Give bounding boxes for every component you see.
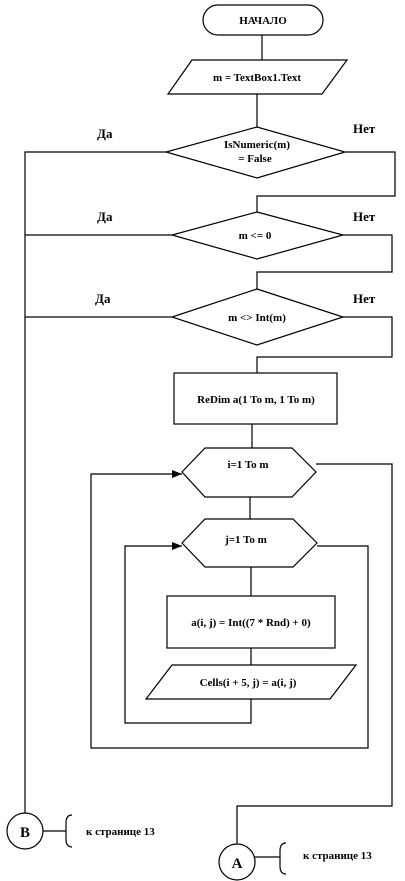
decision-le-zero-yes: Да xyxy=(97,209,113,224)
flow-lines xyxy=(24,35,396,844)
output-label: Cells(i + 5, j) = a(i, j) xyxy=(200,677,297,689)
connector-a-note: к странице 13 xyxy=(303,850,372,862)
decision-le-zero-label: m <= 0 xyxy=(239,230,272,242)
decision-le-zero: m <= 0 Да Нет xyxy=(97,209,376,260)
connector-a-label: A xyxy=(232,856,243,872)
redim-block: ReDim a(1 To m, 1 To m) xyxy=(173,372,338,425)
start-terminal: НАЧАЛО xyxy=(202,4,324,36)
redim-label: ReDim a(1 To m, 1 To m) xyxy=(197,394,315,406)
input-label: m = TextBox1.Text xyxy=(213,72,301,84)
loop-j-label: j=1 To m xyxy=(224,534,267,546)
decision-le-zero-no: Нет xyxy=(353,209,376,224)
connector-b-note: к странице 13 xyxy=(86,826,155,838)
decision-isnumeric-no: Нет xyxy=(353,121,376,136)
decision-isnumeric-line2: = False xyxy=(238,153,272,165)
decision-int: m <> Int(m) Да Нет xyxy=(95,288,376,346)
decision-int-no: Нет xyxy=(353,291,376,306)
assign-block: a(i, j) = Int((7 * Rnd) + 0) xyxy=(166,595,336,649)
start-label: НАЧАЛО xyxy=(239,15,287,27)
decision-int-yes: Да xyxy=(95,291,111,306)
decision-isnumeric-yes: Да xyxy=(97,126,113,141)
assign-label: a(i, j) = Int((7 * Rnd) + 0) xyxy=(191,617,311,629)
connector-b-label: B xyxy=(20,825,30,841)
input-block: m = TextBox1.Text xyxy=(166,59,349,95)
decision-int-label: m <> Int(m) xyxy=(228,312,286,324)
decision-isnumeric-line1: IsNumeric(m) xyxy=(224,139,290,151)
connector-b: B к странице 13 xyxy=(6,812,155,850)
arrowheads xyxy=(172,470,182,550)
loop-i: i=1 To m xyxy=(181,447,317,498)
loop-j: j=1 To m xyxy=(181,518,318,568)
decision-isnumeric: IsNumeric(m) = False Да Нет xyxy=(97,121,376,179)
loop-i-label: i=1 To m xyxy=(227,459,268,471)
connector-a: A к странице 13 xyxy=(218,842,372,881)
output-block: Cells(i + 5, j) = a(i, j) xyxy=(144,664,358,700)
